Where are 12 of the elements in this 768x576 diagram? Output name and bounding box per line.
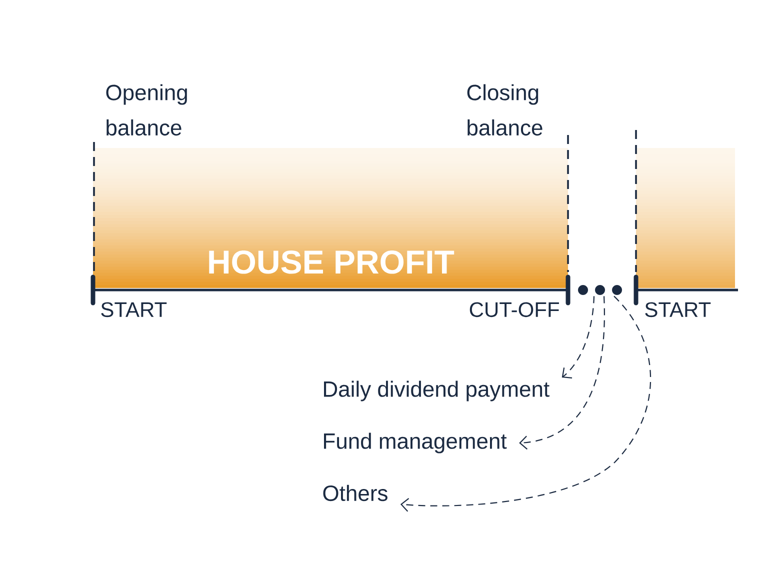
period-band — [636, 148, 735, 288]
curved-arrow — [519, 296, 605, 450]
node-label: HOUSE PROFIT — [209, 250, 454, 274]
profit-band: HOUSE PROFIT — [93, 148, 568, 288]
timeline-label: START — [645, 302, 711, 318]
curved-arrow — [400, 296, 652, 512]
ellipsis-dots — [578, 285, 622, 295]
item-text: Others — [323, 484, 388, 502]
timeline-label: CUT-OFF — [470, 302, 559, 318]
item-text: Fund management — [324, 432, 507, 454]
item-text: Daily dividend payment — [324, 380, 550, 402]
curved-arrow — [562, 296, 595, 378]
